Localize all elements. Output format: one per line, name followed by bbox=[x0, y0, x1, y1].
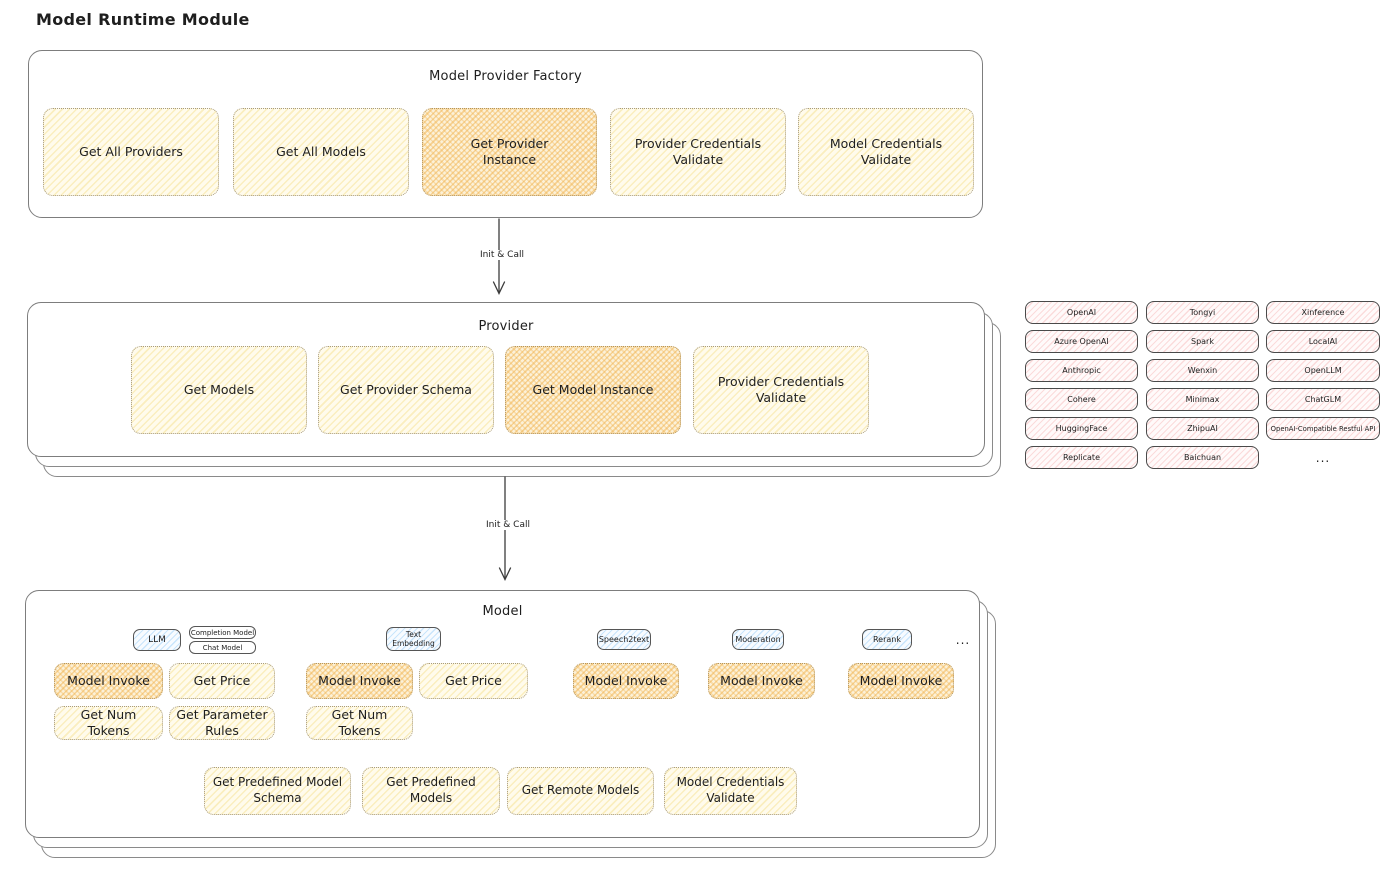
provider-box-provider-credentials-validate: Provider Credentials Validate bbox=[693, 346, 869, 434]
model-fn-text-embedding-get-num-tokens: Get Num Tokens bbox=[306, 706, 413, 740]
arrow-label-init-call-2: Init & Call bbox=[474, 520, 542, 530]
provider-box-get-models: Get Models bbox=[131, 346, 307, 434]
model-fn-get-predefined-model-schema: Get Predefined Model Schema bbox=[204, 767, 351, 815]
model-fn-get-predefined-models: Get Predefined Models bbox=[362, 767, 500, 815]
model-fn-text-embedding-model-invoke: Model Invoke bbox=[306, 663, 413, 699]
factory-box-get-all-models: Get All Models bbox=[233, 108, 409, 196]
provider-chip-anthropic: Anthropic bbox=[1025, 359, 1138, 382]
provider-chip-openai: OpenAI bbox=[1025, 301, 1138, 324]
model-tabs-ellipsis: ... bbox=[955, 632, 971, 647]
tab-completion-model: Completion Model bbox=[189, 626, 256, 639]
model-fn-model-credentials-validate: Model Credentials Validate bbox=[664, 767, 797, 815]
factory-box-provider-credentials-validate: Provider Credentials Validate bbox=[610, 108, 786, 196]
tab-chat-model: Chat Model bbox=[189, 641, 256, 654]
model-card: Model LLM Completion Model Chat Model Te… bbox=[25, 590, 980, 838]
provider-card: Provider Get Models Get Provider Schema … bbox=[27, 302, 985, 457]
section-title-model: Model bbox=[482, 604, 523, 619]
model-provider-factory-card: Model Provider Factory Get All Providers… bbox=[28, 50, 983, 218]
model-fn-text-embedding-get-price: Get Price bbox=[419, 663, 528, 699]
model-fn-llm-get-num-tokens: Get Num Tokens bbox=[54, 706, 163, 740]
model-fn-llm-get-parameter-rules: Get Parameter Rules bbox=[169, 706, 275, 740]
provider-chip-wenxin: Wenxin bbox=[1146, 359, 1259, 382]
provider-box-get-model-instance: Get Model Instance bbox=[505, 346, 681, 434]
tab-moderation: Moderation bbox=[732, 629, 784, 650]
diagram-title: Model Runtime Module bbox=[36, 10, 250, 29]
provider-chip-zhipuai: ZhipuAI bbox=[1146, 417, 1259, 440]
model-fn-llm-get-price: Get Price bbox=[169, 663, 275, 699]
provider-chip-minimax: Minimax bbox=[1146, 388, 1259, 411]
provider-chip-spark: Spark bbox=[1146, 330, 1259, 353]
tab-llm: LLM bbox=[133, 629, 181, 651]
factory-box-get-all-providers: Get All Providers bbox=[43, 108, 219, 196]
model-fn-get-remote-models: Get Remote Models bbox=[507, 767, 654, 815]
model-fn-rerank-model-invoke: Model Invoke bbox=[848, 663, 954, 699]
tab-rerank: Rerank bbox=[862, 629, 912, 650]
provider-chip-azure-openai: Azure OpenAI bbox=[1025, 330, 1138, 353]
provider-chip-cohere: Cohere bbox=[1025, 388, 1138, 411]
factory-box-model-credentials-validate: Model Credentials Validate bbox=[798, 108, 974, 196]
model-fn-moderation-model-invoke: Model Invoke bbox=[708, 663, 815, 699]
provider-box-get-provider-schema: Get Provider Schema bbox=[318, 346, 494, 434]
section-title-model-provider-factory: Model Provider Factory bbox=[429, 69, 582, 84]
provider-chip-huggingface: HuggingFace bbox=[1025, 417, 1138, 440]
provider-chip-openllm: OpenLLM bbox=[1266, 359, 1380, 382]
provider-chip-chatglm: ChatGLM bbox=[1266, 388, 1380, 411]
provider-chip-replicate: Replicate bbox=[1025, 446, 1138, 469]
providers-grid: OpenAI Azure OpenAI Anthropic Cohere Hug… bbox=[1025, 301, 1381, 471]
model-fn-llm-model-invoke: Model Invoke bbox=[54, 663, 163, 699]
providers-ellipsis: ... bbox=[1315, 450, 1331, 465]
tab-text-embedding: Text Embedding bbox=[386, 627, 441, 651]
factory-box-get-provider-instance: Get Provider Instance bbox=[422, 108, 597, 196]
tab-speech2text: Speech2text bbox=[597, 629, 651, 650]
model-fn-speech2text-model-invoke: Model Invoke bbox=[573, 663, 679, 699]
arrow-label-init-call-1: Init & Call bbox=[468, 250, 536, 260]
provider-chip-baichuan: Baichuan bbox=[1146, 446, 1259, 469]
provider-chip-openai-compatible-restful-api: OpenAI-Compatible Restful API bbox=[1266, 417, 1380, 440]
provider-chip-xinference: Xinference bbox=[1266, 301, 1380, 324]
section-title-provider: Provider bbox=[478, 319, 534, 334]
provider-chip-tongyi: Tongyi bbox=[1146, 301, 1259, 324]
provider-chip-localai: LocalAI bbox=[1266, 330, 1380, 353]
